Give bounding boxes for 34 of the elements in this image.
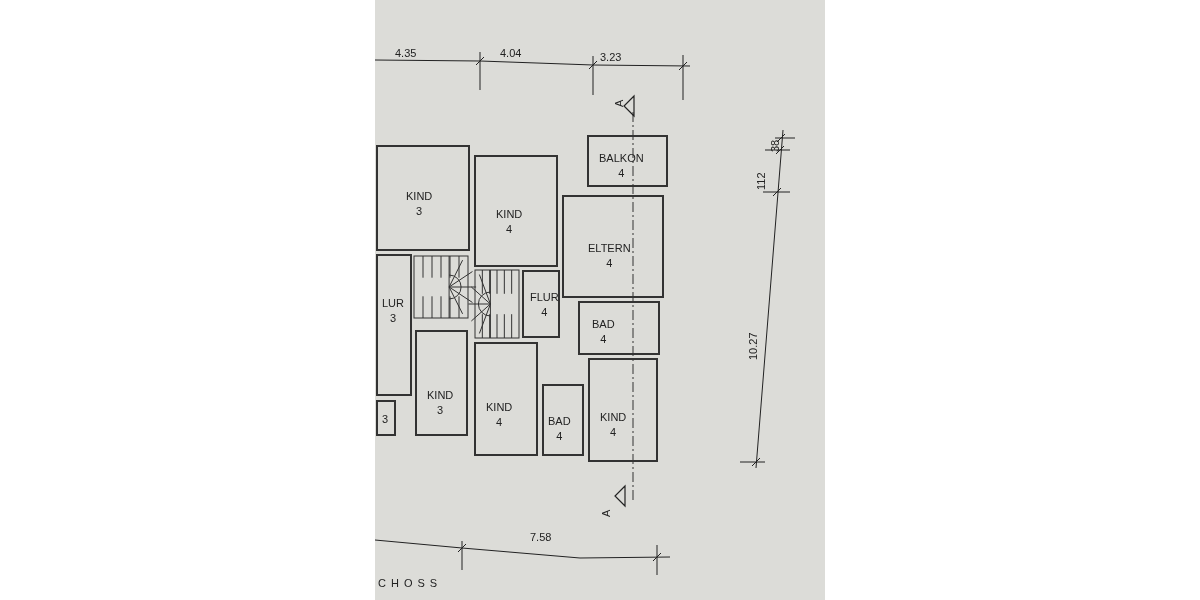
dimension-label: 4.35 [395, 48, 417, 59]
section-label: A [601, 509, 612, 517]
room-outline [474, 342, 538, 456]
room-label: KIND 4 [486, 400, 513, 430]
room-label: LUR 3 [382, 296, 404, 326]
room-outline [376, 254, 412, 396]
dimension-label: 38 [770, 139, 781, 152]
room-label: BALKON 4 [599, 151, 644, 181]
dimension-label: 3.23 [600, 52, 622, 63]
room-label: BAD 4 [592, 317, 615, 347]
room-label: KIND 3 [406, 189, 433, 219]
room-label: KIND 4 [600, 410, 627, 440]
room-outline [587, 135, 668, 187]
dimension-label: 4.04 [500, 48, 522, 59]
dimension-label: 7.58 [530, 532, 552, 543]
room-outline [542, 384, 584, 456]
room-outline [415, 330, 468, 436]
dimension-label: 112 [756, 172, 767, 190]
room-label: 3 [382, 412, 389, 427]
room-label: KIND 3 [427, 388, 454, 418]
room-outline [376, 145, 470, 251]
room-outline [588, 358, 658, 462]
dimension-label: 10.27 [748, 332, 759, 360]
room-label: ELTERN 4 [588, 241, 631, 271]
room-label: FLUR 4 [530, 290, 559, 320]
room-label: KIND 4 [496, 207, 523, 237]
section-label: A [614, 99, 625, 107]
room-outline [474, 155, 558, 267]
room-outline [562, 195, 664, 298]
room-outline [578, 301, 660, 355]
room-label: BAD 4 [548, 414, 571, 444]
room-outline [522, 270, 560, 338]
floor-title: CHOSS [378, 578, 443, 589]
room-outline [376, 400, 396, 436]
